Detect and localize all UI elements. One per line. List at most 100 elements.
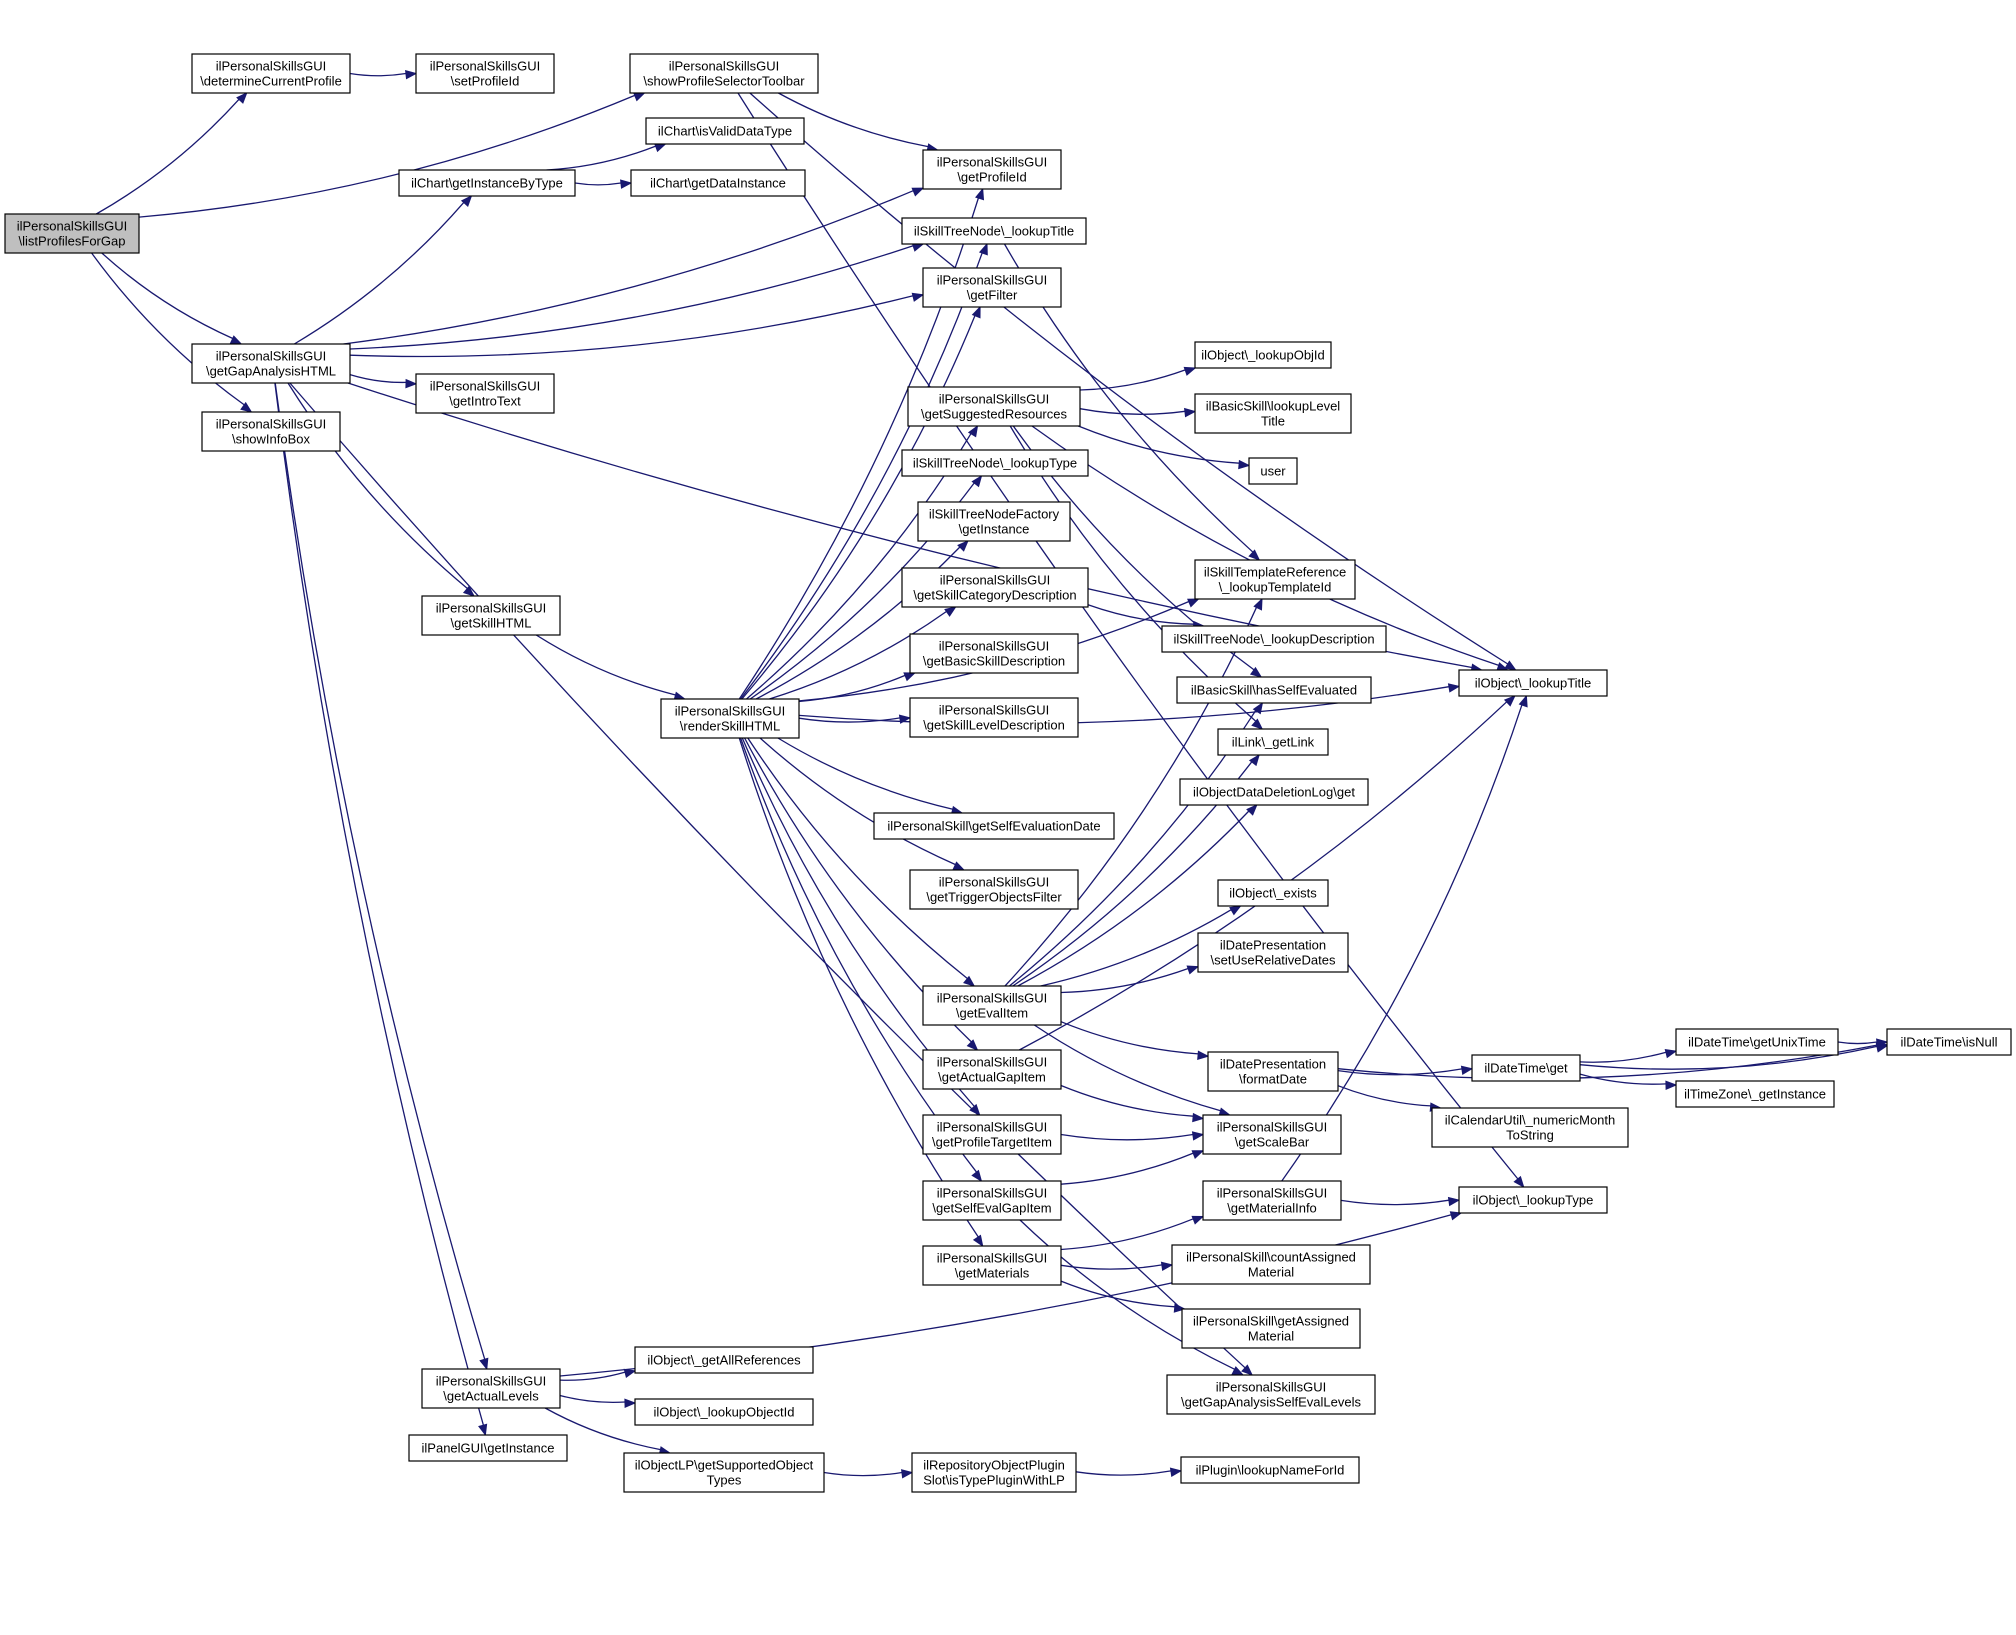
edge-line: [559, 1394, 626, 1403]
node-getActualGapItem[interactable]: ilPersonalSkillsGUI\getActualGapItem: [922, 1049, 1062, 1090]
node-getSelfEvaluationDate[interactable]: ilPersonalSkill\getSelfEvaluationDate: [873, 812, 1115, 840]
node-panelGetInstance[interactable]: ilPanelGUI\getInstance: [408, 1434, 568, 1462]
edge-line: [1337, 1085, 1431, 1107]
edge-renderSkillHTML-to-getEvalItem: [747, 737, 976, 987]
node-getEvalItem[interactable]: ilPersonalSkillsGUI\getEvalItem: [922, 985, 1062, 1026]
edge-arrowhead: [971, 305, 981, 319]
edge-getSuggestedResources-to-user: [1078, 425, 1251, 470]
edge-getSuggestedResources-to-lookupObjId: [1079, 366, 1197, 391]
node-label-line: ilRepositoryObjectPlugin: [923, 1458, 1065, 1473]
edge-line: [798, 674, 906, 703]
node-getMaterialInfo[interactable]: ilPersonalSkillsGUI\getMaterialInfo: [1202, 1180, 1342, 1221]
node-label-line: ilDateTime\get: [1484, 1061, 1568, 1076]
node-isValidDataType[interactable]: ilChart\isValidDataType: [645, 117, 805, 145]
node-box: [645, 117, 805, 145]
node-label-line: ilPersonalSkillsGUI: [937, 1055, 1048, 1070]
node-lookupObjId[interactable]: ilObject\_lookupObjId: [1194, 341, 1332, 369]
node-getMaterials[interactable]: ilPersonalSkillsGUI\getMaterials: [922, 1245, 1062, 1286]
edge-line: [289, 382, 1246, 1369]
node-getSkillCategoryDescription[interactable]: ilPersonalSkillsGUI\getSkillCategoryDesc…: [901, 567, 1089, 608]
node-tzGetInstance[interactable]: ilTimeZone\_getInstance: [1675, 1080, 1835, 1108]
node-nodeFactoryGetInstance[interactable]: ilSkillTreeNodeFactory\getInstance: [917, 501, 1071, 542]
node-listProfilesForGap[interactable]: ilPersonalSkillsGUI\listProfilesForGap: [4, 213, 140, 254]
node-box: [1248, 457, 1298, 485]
node-getInstanceByType[interactable]: ilChart\getInstanceByType: [398, 169, 576, 197]
node-isTypePluginWithLP[interactable]: ilRepositoryObjectPluginSlot\isTypePlugi…: [911, 1452, 1077, 1493]
edge-arrowhead: [975, 187, 985, 201]
node-setUseRelativeDates[interactable]: ilDatePresentation\setUseRelativeDates: [1197, 932, 1349, 973]
edge-line: [1033, 1024, 1221, 1112]
node-objExists[interactable]: ilObject\_exists: [1217, 879, 1329, 907]
node-isNull[interactable]: ilDateTime\isNull: [1886, 1028, 2012, 1056]
node-getFilter[interactable]: ilPersonalSkillsGUI\getFilter: [922, 267, 1062, 308]
edge-arrowhead: [972, 1234, 984, 1248]
edge-arrowhead: [1876, 1038, 1889, 1048]
node-hasSelfEvaluated[interactable]: ilBasicSkill\hasSelfEvaluated: [1176, 676, 1372, 704]
node-lookupDescription[interactable]: ilSkillTreeNode\_lookupDescription: [1161, 625, 1387, 653]
node-renderSkillHTML[interactable]: ilPersonalSkillsGUI\renderSkillHTML: [660, 698, 800, 739]
edge-arrowhead: [478, 1423, 488, 1437]
node-formatDate[interactable]: ilDatePresentation\formatDate: [1207, 1051, 1339, 1092]
edge-formatDate-to-numericMonthToString: [1337, 1085, 1442, 1112]
node-lookupObjectId[interactable]: ilObject\_lookupObjectId: [634, 1398, 814, 1426]
edge-line: [559, 1371, 626, 1381]
node-label-line: ilDatePresentation: [1220, 1057, 1326, 1072]
edge-getInstanceByType-to-isValidDataType: [546, 143, 667, 171]
node-label-line: \getSkillCategoryDescription: [913, 588, 1076, 603]
edge-arrowhead: [1173, 1303, 1186, 1313]
node-getTriggerObjectsFilter[interactable]: ilPersonalSkillsGUI\getTriggerObjectsFil…: [909, 869, 1079, 910]
node-getScaleBar[interactable]: ilPersonalSkillsGUI\getScaleBar: [1202, 1114, 1342, 1155]
node-getActualLevels[interactable]: ilPersonalSkillsGUI\getActualLevels: [421, 1368, 561, 1409]
node-getAllReferences[interactable]: ilObject\_getAllReferences: [634, 1346, 814, 1374]
node-user[interactable]: user: [1248, 457, 1298, 485]
node-getSkillHTML[interactable]: ilPersonalSkillsGUI\getSkillHTML: [421, 595, 561, 636]
node-getProfileTargetItem[interactable]: ilPersonalSkillsGUI\getProfileTargetItem: [922, 1114, 1062, 1155]
edge-line: [1060, 1280, 1175, 1308]
node-lookupNameForId[interactable]: ilPlugin\lookupNameForId: [1180, 1456, 1360, 1484]
node-label-line: ilPanelGUI\getInstance: [422, 1441, 555, 1456]
node-label-line: \getIntroText: [449, 394, 521, 409]
node-showInfoBox[interactable]: ilPersonalSkillsGUI\showInfoBox: [201, 411, 341, 452]
node-lookupTypeTree[interactable]: ilSkillTreeNode\_lookupType: [901, 449, 1089, 477]
node-objLookupTitle[interactable]: ilObject\_lookupTitle: [1458, 669, 1608, 697]
node-objLookupType[interactable]: ilObject\_lookupType: [1458, 1186, 1608, 1214]
edge-line: [738, 737, 979, 1238]
node-getGapAnalysisHTML[interactable]: ilPersonalSkillsGUI\getGapAnalysisHTML: [191, 343, 351, 384]
edge-line: [1579, 1073, 1667, 1085]
node-dateTimeGet[interactable]: ilDateTime\get: [1471, 1054, 1581, 1082]
node-lookupTitleTree[interactable]: ilSkillTreeNode\_lookupTitle: [901, 217, 1087, 245]
node-label-line: \getSkillHTML: [451, 616, 532, 631]
node-lookupTemplateId[interactable]: ilSkillTemplateReference\_lookupTemplate…: [1194, 559, 1356, 600]
node-getIntroText[interactable]: ilPersonalSkillsGUI\getIntroText: [415, 373, 555, 414]
edge-line: [1004, 607, 1258, 987]
edge-arrowhead: [620, 179, 633, 189]
node-getGapAnalysisSelfEvalLevels[interactable]: ilPersonalSkillsGUI\getGapAnalysisSelfEv…: [1166, 1374, 1376, 1415]
node-getUnixTime[interactable]: ilDateTime\getUnixTime: [1675, 1028, 1839, 1056]
node-getLink[interactable]: ilLink\_getLink: [1217, 728, 1329, 756]
node-determineCurrentProfile[interactable]: ilPersonalSkillsGUI\determineCurrentProf…: [191, 53, 351, 94]
node-deletionLogGet[interactable]: ilObjectDataDeletionLog\get: [1179, 778, 1369, 806]
node-label-line: ilObject\_lookupObjId: [1201, 348, 1325, 363]
edge-arrowhead: [1229, 905, 1242, 916]
node-label-line: \renderSkillHTML: [680, 719, 780, 734]
edge-getUnixTime-to-isNull: [1837, 1038, 1889, 1048]
node-label-line: ilSkillTreeNodeFactory: [929, 507, 1060, 522]
node-showProfileSelectorToolbar[interactable]: ilPersonalSkillsGUI\showProfileSelectorT…: [629, 53, 819, 94]
node-getDataInstance[interactable]: ilChart\getDataInstance: [630, 169, 806, 197]
node-label-line: Title: [1261, 414, 1285, 429]
node-getSuggestedResources[interactable]: ilPersonalSkillsGUI\getSuggestedResource…: [907, 386, 1081, 427]
node-getBasicSkillDescription[interactable]: ilPersonalSkillsGUI\getBasicSkillDescrip…: [909, 633, 1079, 674]
node-getSelfEvalGapItem[interactable]: ilPersonalSkillsGUI\getSelfEvalGapItem: [922, 1180, 1062, 1221]
node-label-line: ilObject\_exists: [1229, 886, 1317, 901]
node-getProfileId[interactable]: ilPersonalSkillsGUI\getProfileId: [922, 149, 1062, 190]
node-setProfileId[interactable]: ilPersonalSkillsGUI\setProfileId: [415, 53, 555, 94]
node-getSkillLevelDescription[interactable]: ilPersonalSkillsGUI\getSkillLevelDescrip…: [909, 697, 1079, 738]
edge-getActualLevels-to-getAllReferences: [559, 1368, 637, 1381]
edge-arrowhead: [971, 474, 983, 488]
edge-listProfilesForGap-to-getGapAnalysisHTML: [101, 252, 243, 345]
